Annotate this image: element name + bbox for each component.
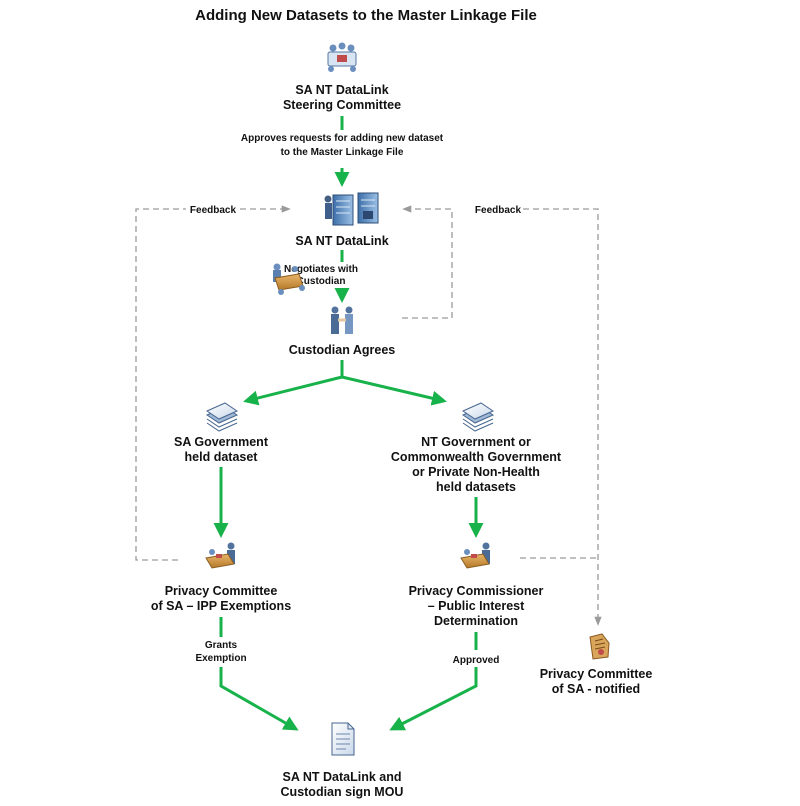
meeting-room-icon	[327, 42, 357, 72]
feedback-label-right: Feedback	[475, 205, 522, 216]
handshake-icon	[331, 306, 353, 334]
nt-government-label-3: or Private Non-Health	[412, 465, 540, 479]
privacy-commissioner-label-2: – Public Interest	[428, 599, 525, 613]
privacy-committee-sa-label: Privacy Committee	[165, 584, 278, 598]
custodian-agrees-label: Custodian Agrees	[289, 343, 396, 357]
feedback-label-left: Feedback	[190, 205, 237, 216]
grants-exemption-label: Grants	[205, 640, 238, 651]
desk-meeting-icon	[460, 542, 490, 569]
desk-meeting-icon	[205, 542, 235, 569]
privacy-notified-label-2: of SA - notified	[552, 682, 640, 696]
privacy-committee-sa-label-2: of SA – IPP Exemptions	[151, 599, 291, 613]
negotiates-label: Negotiates with	[284, 264, 358, 275]
server-cabinets-icon	[324, 192, 379, 226]
steering-committee-label-2: Steering Committee	[283, 98, 401, 112]
sa-government-label-2: held dataset	[185, 450, 259, 464]
datalink-label: SA NT DataLink	[295, 234, 388, 248]
document-icon	[331, 722, 355, 756]
grants-exemption-label-2: Exemption	[195, 653, 246, 664]
sa-government-label: SA Government	[174, 435, 269, 449]
approves-label: Approves requests for adding new dataset	[241, 133, 444, 144]
negotiates-label-2: Custodian	[297, 276, 346, 287]
mou-label: SA NT DataLink and	[283, 770, 402, 784]
diagram-title: Adding New Datasets to the Master Linkag…	[195, 7, 537, 24]
privacy-commissioner-label-3: Determination	[434, 614, 518, 628]
privacy-notified-label: Privacy Committee	[540, 667, 653, 681]
meeting-table-icon	[273, 263, 305, 295]
document-stack-icon	[461, 402, 495, 432]
feedback-lines	[135, 205, 602, 626]
steering-committee-label: SA NT DataLink	[295, 83, 388, 97]
flow-arrows	[213, 116, 484, 731]
document-stack-icon	[205, 402, 239, 432]
nt-government-label: NT Government or	[421, 435, 531, 449]
privacy-commissioner-label: Privacy Commissioner	[409, 584, 544, 598]
nt-government-label-2: Commonwealth Government	[391, 450, 562, 464]
approves-label-2: to the Master Linkage File	[281, 147, 404, 158]
approved-label: Approved	[453, 655, 500, 666]
notice-document-icon	[589, 633, 610, 660]
nt-government-label-4: held datasets	[436, 480, 516, 494]
mou-label-2: Custodian sign MOU	[281, 785, 404, 799]
